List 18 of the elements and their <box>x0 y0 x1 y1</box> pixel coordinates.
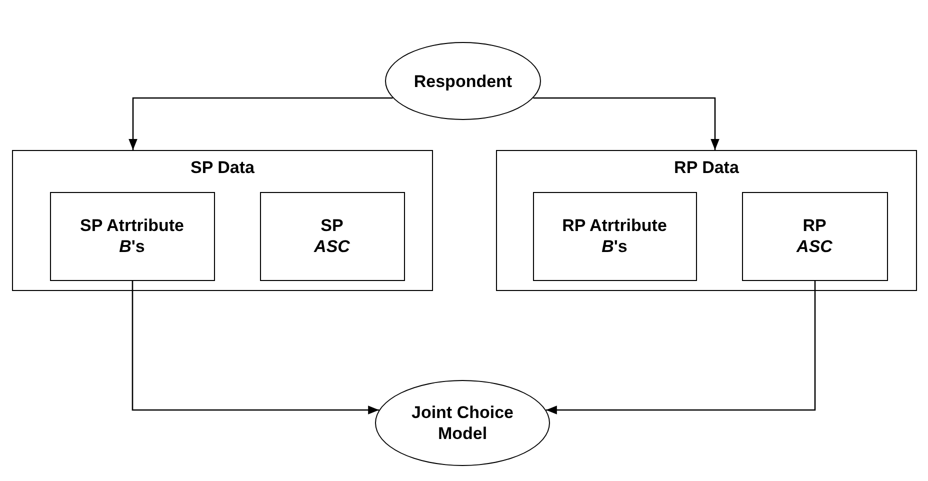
node-label: RP ASC <box>795 215 834 257</box>
process-box <box>50 192 214 280</box>
arrow <box>128 97 393 150</box>
process-box <box>260 192 404 280</box>
process-box <box>742 192 888 280</box>
arrow <box>132 281 380 414</box>
group-box <box>496 150 917 291</box>
node-label: Respondent <box>414 70 512 92</box>
node-label: SP ASC <box>312 215 351 257</box>
node-label: SP Data <box>190 157 254 178</box>
node-label: SP Atrtribute B's <box>79 215 185 257</box>
node-label: Joint Choice Model <box>410 402 514 444</box>
process-box <box>532 192 696 280</box>
arrow <box>546 281 816 414</box>
group-box <box>12 150 433 291</box>
node-label: RP Atrtribute B's <box>561 215 668 257</box>
arrow <box>533 97 720 150</box>
node-label: RP Data <box>674 157 739 178</box>
